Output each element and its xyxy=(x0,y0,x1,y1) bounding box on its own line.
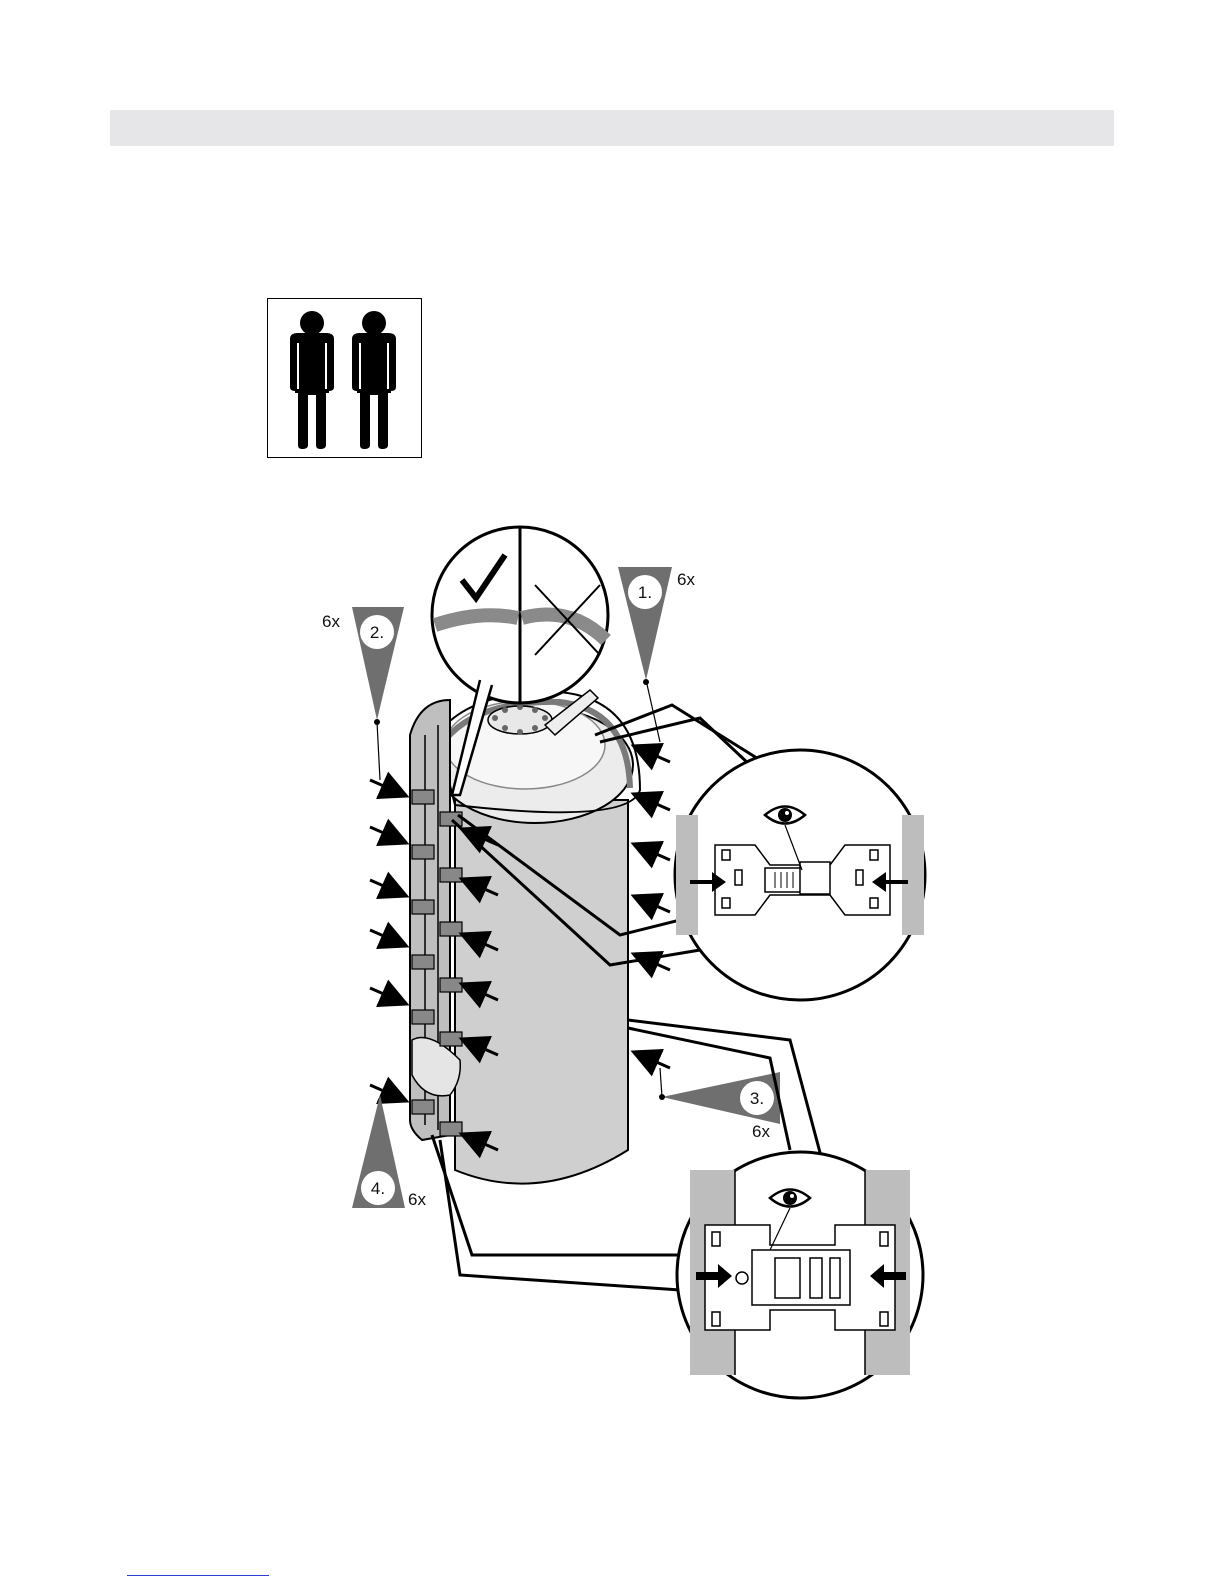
push-arrows-left xyxy=(370,780,404,1100)
push-arrows-right xyxy=(636,747,670,1068)
svg-text:6x: 6x xyxy=(322,612,340,631)
svg-text:6x: 6x xyxy=(408,1190,426,1209)
svg-text:6x: 6x xyxy=(752,1122,770,1141)
svg-text:3.: 3. xyxy=(750,1089,764,1108)
step-1-marker: 1. 6x xyxy=(618,567,695,742)
footer-link-underline[interactable] xyxy=(127,1575,269,1576)
svg-text:6x: 6x xyxy=(677,570,695,589)
step-3-marker: 3. 6x xyxy=(659,1068,780,1141)
svg-text:2.: 2. xyxy=(370,623,384,642)
svg-text:1.: 1. xyxy=(638,583,652,602)
step-2-marker: 2. 6x xyxy=(322,607,404,780)
svg-text:4.: 4. xyxy=(371,1179,385,1198)
